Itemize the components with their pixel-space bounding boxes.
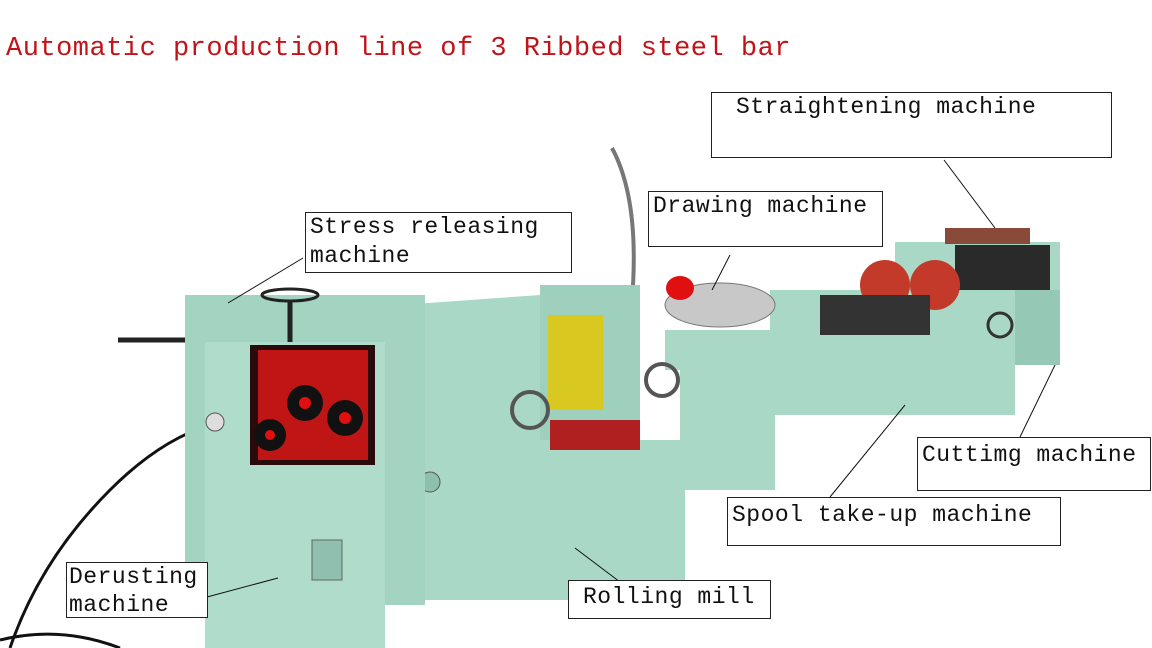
leader-lines <box>206 159 1056 598</box>
label-text: Drawing machine <box>653 193 868 219</box>
label-text: Cuttimg machine <box>922 442 1137 468</box>
label-text: machine <box>310 243 411 269</box>
label-spool-takeup-machine: Spool take-up machine <box>727 497 1061 546</box>
drawing-machine <box>664 276 785 490</box>
derusting-machine <box>205 342 385 648</box>
label-text: Rolling mill <box>583 584 755 610</box>
label-drawing-machine: Drawing machine <box>648 191 883 247</box>
page-title: Automatic production line of 3 Ribbed st… <box>6 34 792 64</box>
label-text: Stress releasing <box>310 214 539 240</box>
rolling-mill <box>395 285 685 600</box>
wire-cable <box>8 423 211 648</box>
label-text: machine <box>69 592 170 618</box>
label-stress-releasing-machine: Stress releasing machine <box>305 212 572 273</box>
label-cutting-machine: Cuttimg machine <box>917 437 1151 491</box>
spool-takeup-machine <box>770 260 1015 415</box>
label-rolling-mill: Rolling mill <box>568 580 771 619</box>
label-text: Derusting <box>69 564 198 590</box>
label-text: Spool take-up machine <box>732 502 1033 528</box>
label-straightening-machine: Straightening machine <box>711 92 1112 158</box>
label-text: Straightening machine <box>736 94 1037 120</box>
